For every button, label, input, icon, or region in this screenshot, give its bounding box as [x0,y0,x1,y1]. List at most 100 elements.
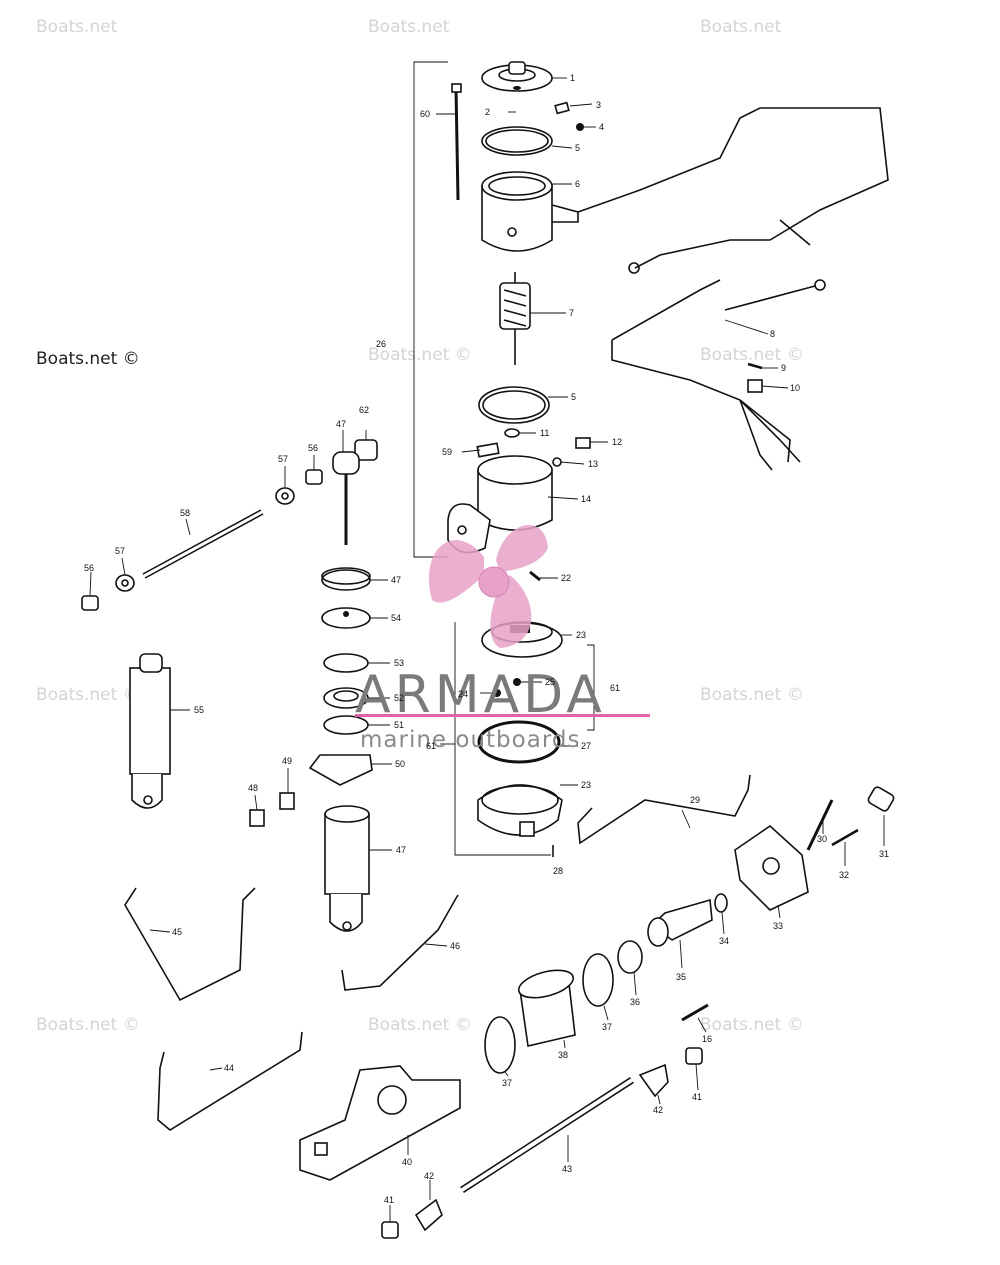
part-56-nut-left [81,595,99,611]
part-34-ring [714,893,728,913]
callout-label: 33 [773,921,783,931]
part-6-motor-housing [481,171,579,252]
watermark-text: Boats.net © [36,685,140,705]
callout-label: 42 [424,1171,434,1181]
bracket-26 [413,61,448,558]
watermark-text: Boats.net [36,17,118,37]
part-57-washer-left [115,574,135,592]
callout-label: 30 [817,834,827,844]
part-60-bolt [451,83,462,201]
watermark-text: Boats.net © [368,1015,472,1035]
callout-label: 5 [575,143,580,153]
part-47-clevis-top [332,451,360,545]
part-45-tube [124,887,256,1002]
callout-label: 14 [581,494,591,504]
part-8-wire-harness [577,107,889,471]
callout-label: 41 [692,1092,702,1102]
part-50-bracket [308,754,373,786]
part-24-25-balls [493,678,521,697]
part-44-tube [157,1031,303,1131]
watermark-text: Boats.net © [368,345,472,365]
part-11-oring [504,428,520,438]
callout-label: 36 [630,997,640,1007]
part-46-tube [341,894,459,991]
callout-label: 26 [376,339,386,349]
callout-label: 57 [115,546,125,556]
callout-label: 48 [248,783,258,793]
watermark-text: Boats.net [700,17,782,37]
part-37-oring-left [484,1016,516,1074]
logo-tagline-text: marine outboards [360,727,580,753]
part-58-shaft [142,509,264,579]
callout-label: 5 [571,392,576,402]
callout-label: 47 [391,575,401,585]
callout-label: 50 [395,759,405,769]
callout-label: 53 [394,658,404,668]
callout-label: 44 [224,1063,234,1073]
watermark-text-dark: Boats.net © [36,349,140,369]
callout-label: 57 [278,454,288,464]
part-10-clamp [747,379,763,393]
part-27-oring [477,720,561,764]
callout-label: 59 [442,447,452,457]
callout-label: 37 [502,1078,512,1088]
part-35-shaft [647,898,713,947]
callout-label: 37 [602,1022,612,1032]
part-9-screw [747,362,763,370]
part-32-screw [831,828,859,847]
part-41-nut-right [685,1047,703,1065]
callout-label: 46 [450,941,460,951]
assembly-brackets [413,61,595,856]
callout-label: 41 [384,1195,394,1205]
callout-label: 42 [653,1105,663,1115]
callout-label: 2 [485,107,490,117]
watermark-text: Boats.net © [700,1015,804,1035]
bracket-61b [587,644,595,731]
part-42-sleeve-left [414,1198,443,1232]
bracket-61 [454,622,551,856]
callout-label: 27 [581,741,591,751]
callout-label: 25 [545,677,555,687]
callout-label: 61 [610,683,620,693]
part-54-piston [321,607,371,629]
part-56-nut-top [305,469,323,485]
callout-label: 23 [581,780,591,790]
callout-label: 3 [596,100,601,110]
callout-label: 40 [402,1157,412,1167]
leader-lines [89,77,885,1222]
callout-label: 24 [458,689,468,699]
watermark-text: Boats.net [368,17,450,37]
part-55-shock [129,653,171,809]
callout-label: 35 [676,972,686,982]
part-1-end-cap [481,61,553,92]
part-47-cap [321,567,371,591]
part-5-ring-top [481,126,553,156]
callout-label: 31 [879,849,889,859]
part-31-fitting [867,786,895,812]
part-43-shaft [460,1077,634,1193]
callout-label: 43 [562,1164,572,1174]
propeller-logo-icon [428,525,548,648]
part-47-cylinder [324,805,370,932]
callout-label: 6 [575,179,580,189]
callout-label: 47 [336,419,346,429]
watermark-text: Boats.net © [36,1015,140,1035]
watermark-group: Boats.net Boats.net Boats.net Boats.net … [36,17,804,1035]
callout-label: 51 [394,720,404,730]
callout-label: 47 [396,845,406,855]
callout-label: 54 [391,613,401,623]
callout-label: 1 [570,73,575,83]
callout-label: 45 [172,927,182,937]
part-41-nut-left [381,1221,399,1239]
callout-label: 34 [719,936,729,946]
callout-label: 55 [194,705,204,715]
callout-label: 60 [420,109,430,119]
callout-label: 8 [770,329,775,339]
part-40-base [299,1065,461,1181]
callout-label: 56 [308,443,318,453]
callout-label: 28 [553,866,563,876]
part-12-fitting [575,437,591,449]
part-38-sleeve [517,969,576,1047]
